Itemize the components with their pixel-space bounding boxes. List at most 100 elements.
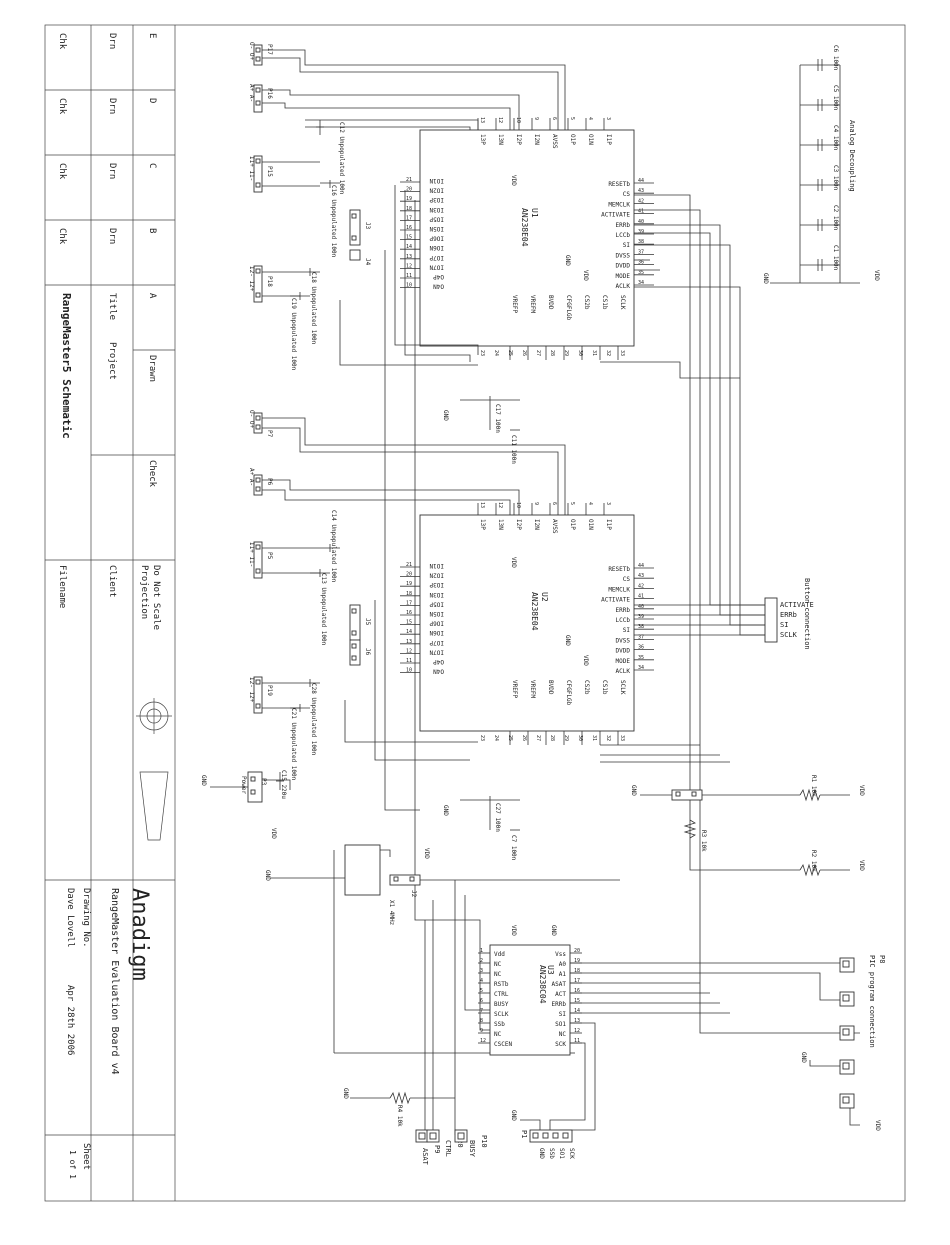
connector-p16: P16 A+ A- — [248, 84, 273, 113]
pin-name: CS1b — [601, 295, 608, 310]
p8-label: PIC program connection — [868, 955, 876, 1048]
jumper-j2: J2 — [389, 874, 421, 898]
rev-letter-c: C — [147, 163, 157, 168]
pin-number: 14 — [406, 244, 412, 250]
pin-name: DVSS — [616, 637, 631, 644]
p17-ref: P17 — [266, 44, 273, 55]
pin-name: IO7N — [429, 263, 444, 270]
rev-drn-b: Drn — [107, 228, 117, 244]
resistor-r2: R2 10k — [799, 850, 821, 877]
project-label: Project — [107, 342, 117, 380]
pin-name: ERRb — [616, 607, 631, 614]
pin-number: 5 — [569, 502, 575, 505]
chip-u3: U3 AN238C04 Vdd1NC2NC3RSTb4CTRL5BUSY6SCL… — [478, 944, 582, 1056]
pin-name: IO3N — [429, 206, 444, 213]
jumper-j5: J5 — [349, 604, 371, 641]
connector-p19: P19 I2- I2+ — [248, 676, 273, 714]
pin-number: 5 — [480, 988, 483, 994]
pin-number: 35 — [638, 270, 644, 276]
pin-name: Vdd — [494, 951, 505, 958]
j4-ref: J4 — [364, 258, 371, 266]
pin-name: BVDD — [547, 680, 554, 695]
pin-name: AVSS — [551, 519, 558, 534]
cap-c18: C18 Unpopulated 100n — [300, 268, 320, 345]
pin-name: DVSS — [616, 252, 631, 259]
pin-name: ERRb — [616, 222, 631, 229]
vdd-u3: VDD — [510, 925, 517, 936]
pin-name: IO6P — [429, 235, 444, 242]
pin-number: 25 — [507, 350, 513, 356]
pin-name: IO3N — [429, 591, 444, 598]
projection-label: Projection — [139, 565, 149, 619]
btn-si: SI — [780, 621, 788, 629]
pin-number: 18 — [574, 968, 580, 974]
pin-number: 15 — [406, 235, 412, 241]
p9-ref: P9 — [433, 1145, 441, 1153]
pin-name: IO2N — [429, 187, 444, 194]
gnd-decoupling: GND — [762, 273, 769, 284]
u2-left-pins: IO1N21IO2N20IO3P19IO3N18IO5P17IO5N16IO6P… — [400, 562, 444, 675]
c27-label: C27 100n — [494, 803, 501, 832]
pin-number: 4 — [587, 502, 593, 505]
pin-name: I1P — [605, 134, 612, 145]
pin-number: 42 — [638, 583, 644, 589]
c14-label: C14 Unpopulated 100n — [330, 510, 337, 583]
pin-name: ASAT — [552, 981, 567, 988]
c15-label: C15 220u — [280, 770, 287, 799]
pin-number: 20 — [406, 572, 412, 578]
pin-number: 2 — [480, 958, 483, 964]
pin-name: A0 — [559, 961, 567, 968]
pin-number: 13 — [574, 1018, 580, 1024]
pin-name: SSb — [494, 1021, 505, 1028]
pin-name: SO1 — [555, 1021, 566, 1028]
connector-p18: P18 I2- I2+ — [248, 265, 273, 303]
x1-label: X1 4MHz — [388, 900, 395, 926]
pin-name: O1N — [587, 134, 594, 145]
cap-c12: C12 Unpopulated 100n — [316, 120, 345, 195]
connector-p1: P1 SCK SO1 SSb GND — [520, 1129, 575, 1159]
pin-name: I2N — [533, 519, 540, 530]
pin-name: CSCEN — [494, 1041, 512, 1048]
pin-number: 34 — [638, 665, 644, 671]
sheet-of: 1 of 1 — [68, 1150, 77, 1179]
p1-ref: P1 — [520, 1130, 528, 1138]
date: Apr 28th 2006 — [65, 985, 75, 1055]
pin-name: I2P — [515, 519, 522, 530]
vdd-power: VDD — [270, 828, 277, 839]
pin-name: MODE — [616, 273, 631, 280]
pin-number: 14 — [574, 1008, 580, 1014]
chip-u2: U2 AN238E04 IO1N21IO2N20IO3P19IO3N18IO5P… — [400, 502, 654, 745]
pin-name: SCK — [555, 1041, 566, 1048]
pin-number: 17 — [574, 978, 580, 984]
pin-number: 3 — [605, 502, 611, 505]
pin-name: SCLK — [494, 1011, 509, 1018]
decap-label: C2 100n — [832, 205, 839, 231]
pin-number: 27 — [535, 350, 541, 356]
pin-name: O1P — [569, 519, 576, 530]
c19-label: C19 Unpopulated 100n — [290, 298, 297, 371]
p7-ref: P7 — [266, 430, 273, 438]
u3-pins: Vdd1NC2NC3RSTb4CTRL5BUSY6SCLK7SSb8NC9CSC… — [478, 948, 582, 1048]
jumper-j3: J3 — [349, 209, 371, 246]
company-logo-text: Anadigm — [127, 888, 152, 981]
pin-name: CFGFLGb — [565, 680, 572, 706]
c17-label: C17 100n — [494, 404, 501, 433]
pin-name: IO7P — [429, 639, 444, 646]
pin-name: CS — [623, 191, 631, 198]
r1-label: R1 10k — [810, 775, 817, 797]
vdd-u2-top: VDD — [510, 557, 517, 568]
pin-number: 18 — [406, 591, 412, 597]
pin-name: O4N — [433, 283, 444, 290]
pin-name: VREFM — [529, 680, 536, 698]
pin-name: IO6N — [429, 629, 444, 636]
decap-label: C1 100n — [832, 245, 839, 271]
pin-number: 32 — [605, 350, 611, 356]
pin-name: ACLK — [616, 283, 631, 290]
pin-number: 6 — [551, 502, 557, 505]
pin-name: NC — [494, 971, 502, 978]
c16-label: C16 Unpopulated 100n — [330, 185, 337, 258]
cap-c7: C7 100n — [510, 829, 520, 861]
vdd-r1: VDD — [858, 785, 865, 796]
